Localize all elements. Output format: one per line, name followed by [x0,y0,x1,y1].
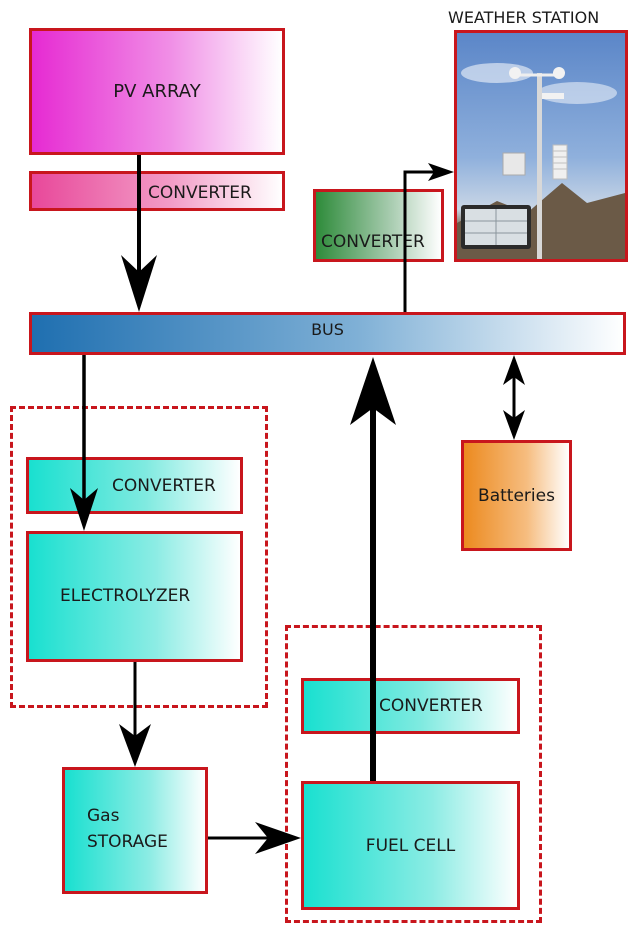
electrolyzer-to-gas-arrowhead [119,724,151,767]
batteries-label: Batteries [478,485,555,506]
bus-to-electrolyzer-arrowhead [70,488,98,531]
electrolyzer-label: ELECTROLYZER [60,586,191,606]
electrolyzer-converter-block: CONVERTER [26,457,243,514]
bus-label: BUS [311,320,344,339]
pv-array-label: PV ARRAY [113,81,201,102]
electrolyzer-block: ELECTROLYZER [26,531,243,662]
pv-converter-label: CONVERTER [148,183,252,203]
fuel-cell-to-bus-arrowhead [350,357,396,425]
gas-storage-label-line1: Gas [87,806,120,826]
weather-converter-block: CONVERTER [313,189,444,262]
fuel-cell-group-boundary [285,625,542,923]
bus-block: BUS [29,312,626,355]
pv-to-bus-arrowhead [121,255,157,312]
gas-storage-label-line2: STORAGE [87,832,168,852]
gas-storage-block: Gas STORAGE [62,767,208,894]
bus-batteries-arrowhead-down [503,410,525,440]
weather-converter-label: CONVERTER [321,232,425,252]
fuel-cell-converter-label: CONVERTER [379,696,483,716]
gas-to-fuel-cell-arrowhead [255,822,301,854]
pv-array-block: PV ARRAY [29,28,285,155]
bus-to-weather-arrowhead [428,163,454,181]
weather-station-photo [454,30,628,262]
bus-to-weather-line [403,170,440,312]
fuel-cell-label: FUEL CELL [365,835,456,856]
fuel-cell-block: FUEL CELL [301,781,520,910]
batteries-block: Batteries [461,440,572,551]
electrolyzer-converter-label: CONVERTER [112,476,216,496]
bus-batteries-arrowhead-up [503,355,525,385]
electrolyzer-group-boundary [10,406,268,708]
weather-station-title: WEATHER STATION [448,8,600,27]
weather-station-image [457,63,625,259]
fuel-cell-converter-block: CONVERTER [301,678,520,734]
pv-converter-block: CONVERTER [29,171,285,211]
